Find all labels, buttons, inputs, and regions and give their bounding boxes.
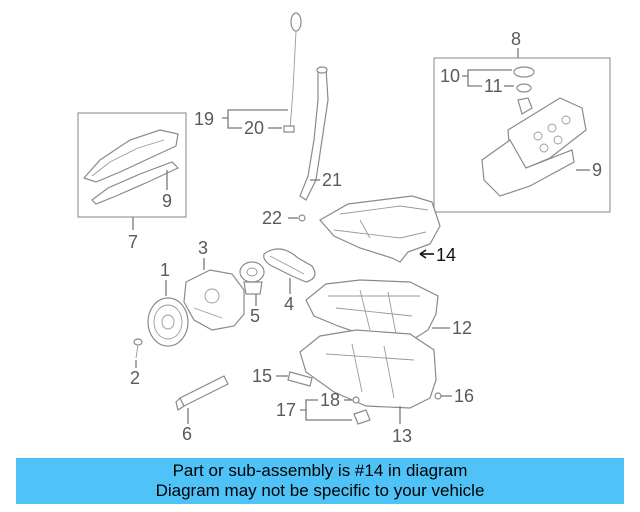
valve-cover-gasket-left — [82, 129, 180, 205]
callout-5: 5 — [250, 306, 260, 326]
bracket-17 — [353, 409, 371, 425]
crankshaft-pulley — [147, 297, 189, 347]
dipstick — [283, 12, 302, 133]
callout-6: 6 — [182, 424, 192, 444]
callout-17: 17 — [276, 400, 296, 420]
callout-20: 20 — [244, 118, 264, 138]
banner-line-1: Part or sub-assembly is #14 in diagram — [172, 461, 468, 480]
drain-plug-16 — [434, 392, 442, 400]
callout-15: 15 — [252, 366, 272, 386]
callout-7: 7 — [128, 232, 138, 252]
callout-2: 2 — [130, 368, 140, 388]
callout-19: 19 — [194, 109, 214, 129]
upper-oil-pan-12 — [305, 279, 439, 341]
callout-9-right: 9 — [592, 160, 602, 180]
valve-cover-right — [481, 97, 587, 197]
inset-box-left — [77, 112, 187, 218]
callout-4: 4 — [284, 294, 294, 314]
callout-18: 18 — [320, 390, 340, 410]
timing-chain — [263, 248, 316, 283]
callout-1: 1 — [160, 260, 170, 280]
washer-18 — [352, 396, 360, 404]
lower-oil-pan-13 — [299, 329, 437, 409]
callout-14: 14 — [436, 245, 456, 265]
timing-cover — [183, 269, 245, 331]
callout-16: 16 — [454, 386, 474, 406]
info-banner: Part or sub-assembly is #14 in diagram D… — [16, 458, 624, 504]
oil-level-sensor-15 — [287, 371, 313, 387]
sealant-tube-6 — [175, 375, 229, 411]
banner-line-2: Diagram may not be specific to your vehi… — [155, 481, 485, 500]
callout-11: 11 — [484, 76, 503, 96]
dipstick-tube — [299, 66, 329, 201]
bolt-22 — [298, 214, 306, 222]
inset-box-right — [433, 57, 611, 213]
oil-filler-cap — [513, 66, 535, 115]
callout-3: 3 — [198, 238, 208, 258]
callout-12: 12 — [452, 318, 472, 338]
callout-9-left: 9 — [162, 191, 172, 211]
callout-21: 21 — [322, 170, 342, 190]
tensioner-5 — [239, 261, 265, 295]
callout-8: 8 — [511, 29, 521, 49]
callout-13: 13 — [392, 426, 412, 446]
bolt-2 — [133, 338, 143, 359]
callout-10: 10 — [440, 66, 460, 86]
callout-22: 22 — [262, 208, 282, 228]
oil-pan-baffle-14 — [319, 195, 441, 263]
